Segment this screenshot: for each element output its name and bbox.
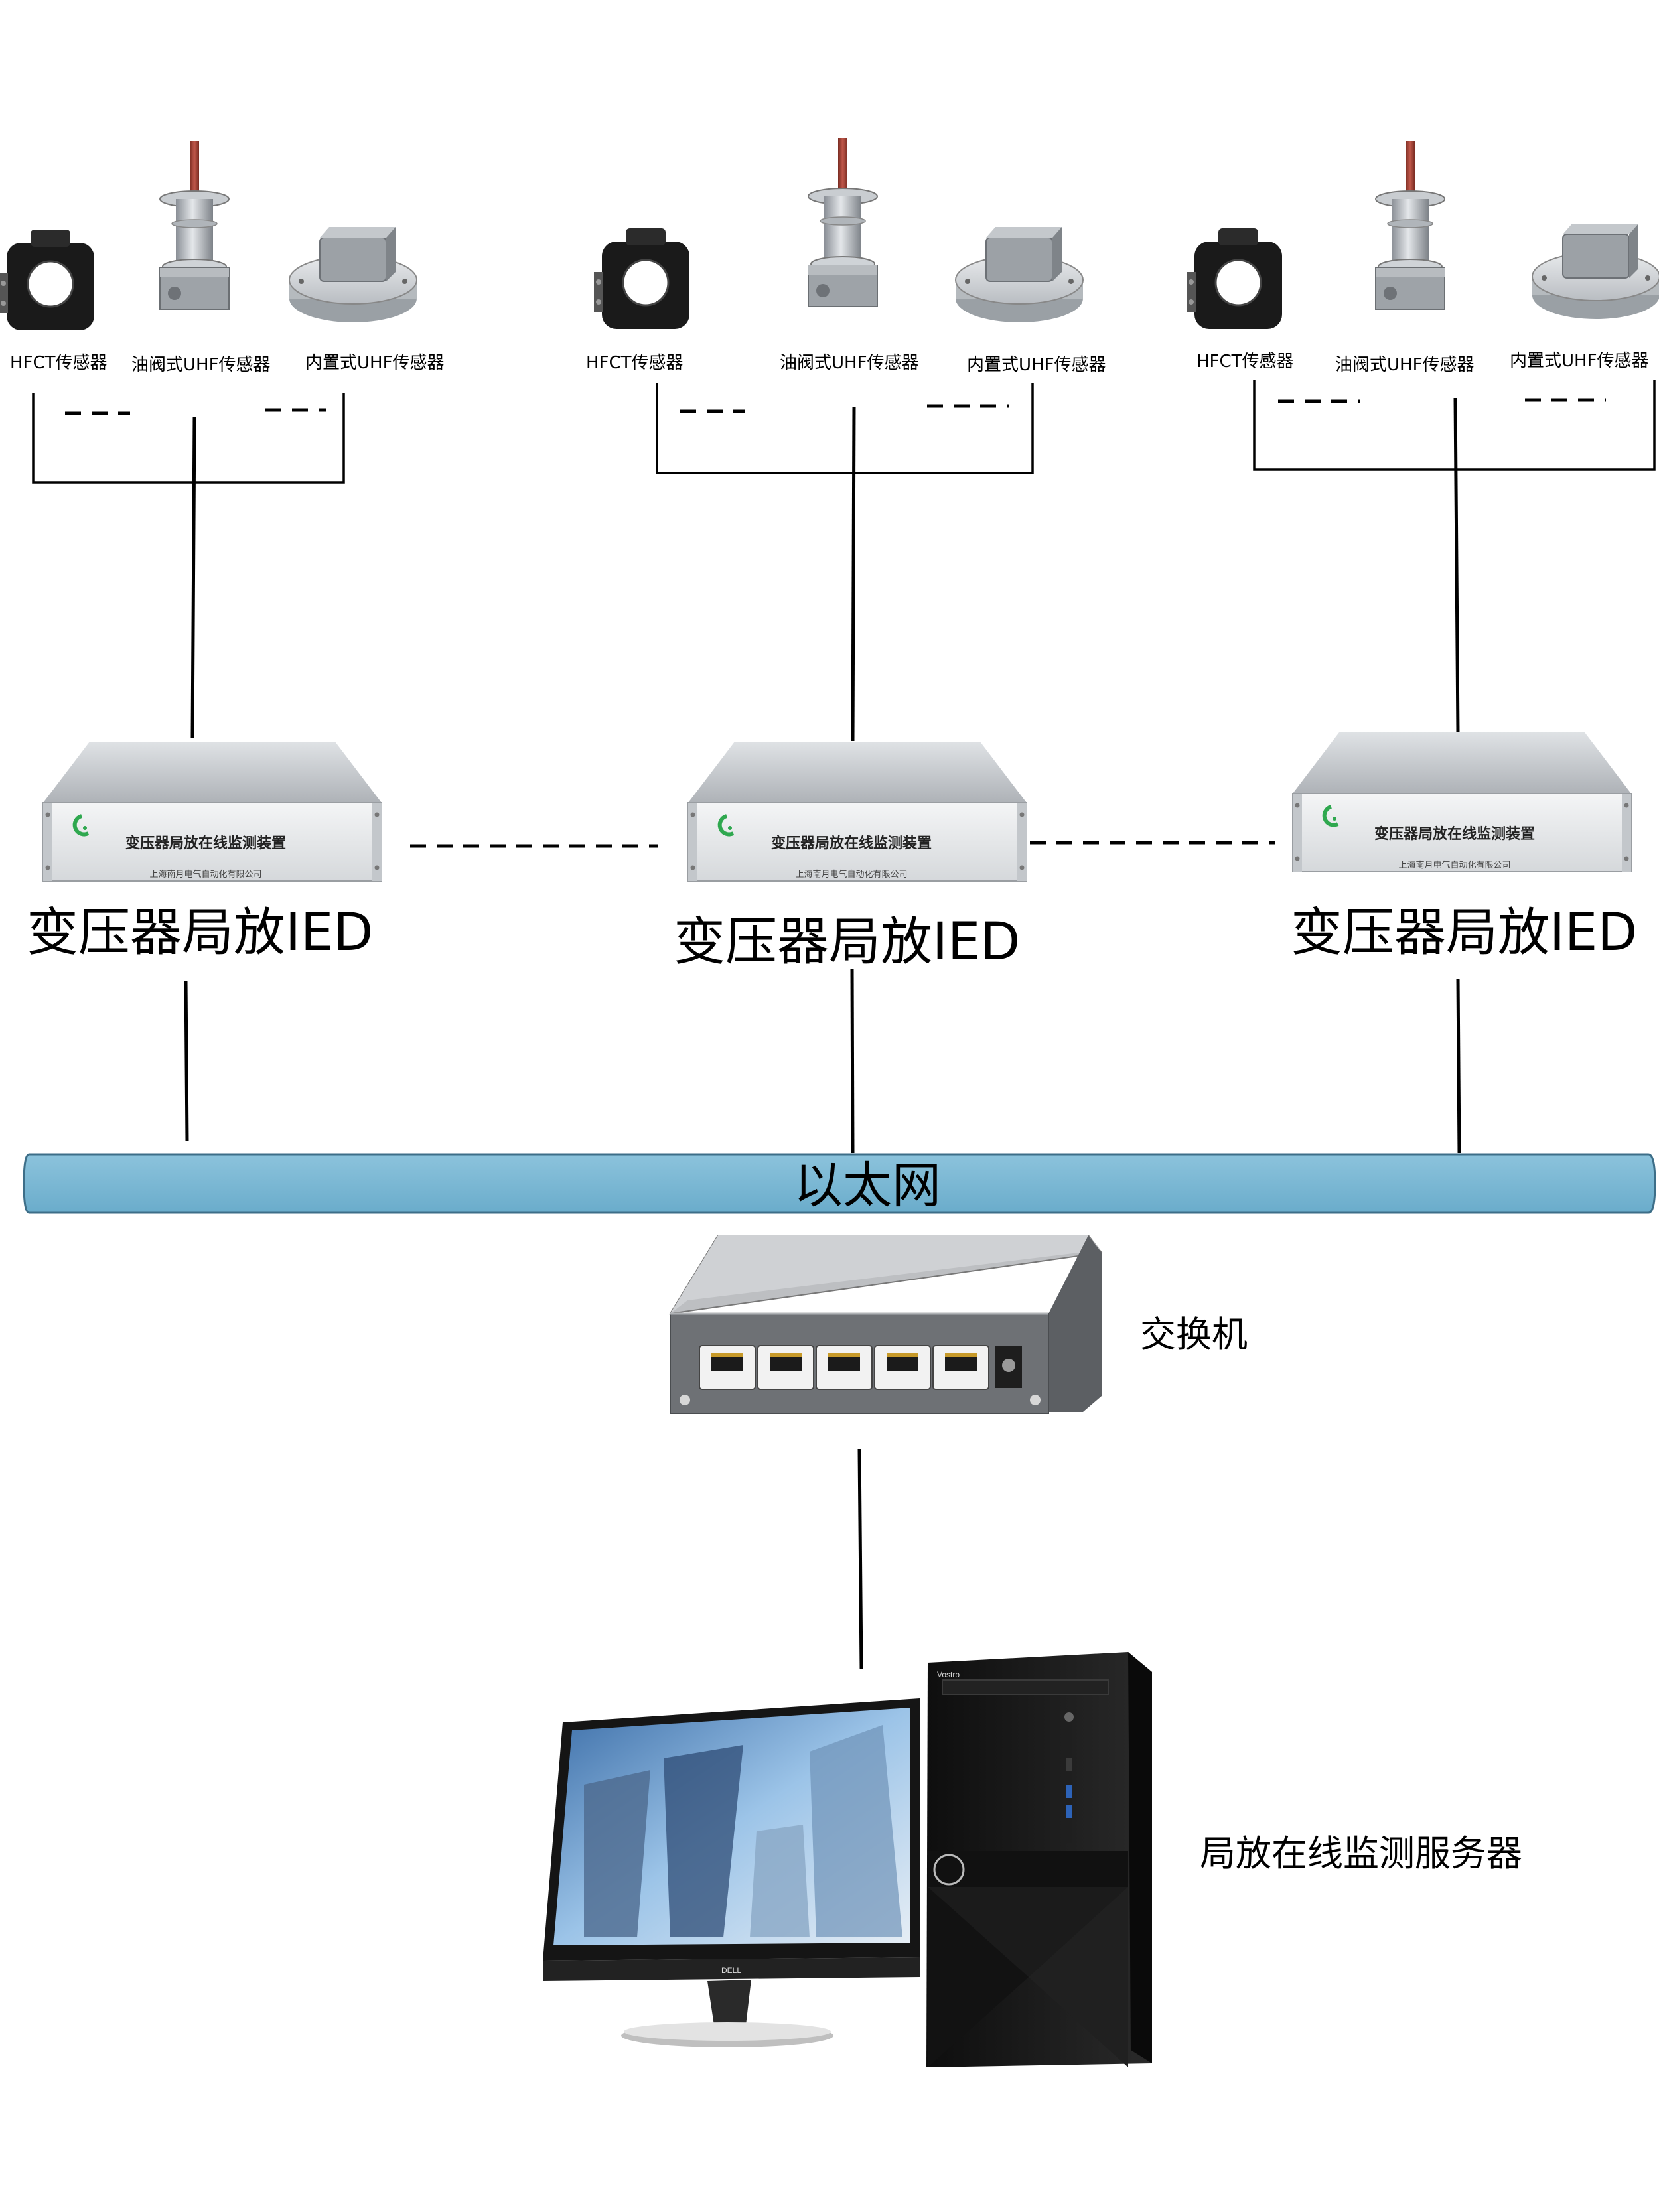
ied-unit-2: 变压器局放在线监测装置 上海南月电气自动化有限公司 变压器局放IED: [674, 742, 1027, 1154]
ied-face-company: 上海南月电气自动化有限公司: [149, 869, 261, 880]
sensor-group-3: HFCT传感器 油阀式UHF传感器 内置式UHF传感器: [1185, 140, 1659, 734]
ied-face-title: 变压器局放在线监测装置: [771, 835, 932, 852]
ied-device-image: [43, 742, 382, 881]
server-label: 局放在线监测服务器: [1200, 1832, 1522, 1874]
ied-to-ethernet-link: [184, 980, 189, 1142]
ied-to-ethernet-link: [1456, 978, 1461, 1154]
hfct-sensor-image: [1185, 227, 1283, 330]
monitor-brand: DELL: [721, 1966, 741, 1975]
builtin-uhf-sensor-image: [1532, 223, 1659, 320]
builtin-uhf-sensor-label: 内置式UHF传感器: [1510, 351, 1649, 371]
switch-ports: [699, 1345, 989, 1390]
ied-face-company: 上海南月电气自动化有限公司: [1398, 860, 1510, 870]
ied-label: 变压器局放IED: [674, 912, 1020, 972]
oil-valve-uhf-sensor-label: 油阀式UHF传感器: [1335, 355, 1475, 375]
ethernet-bus: 以太网: [23, 1153, 1656, 1214]
switch-to-server-link: [857, 1448, 863, 1669]
oil-valve-uhf-sensor-image: [1375, 140, 1445, 310]
ethernet-label: 以太网: [794, 1157, 941, 1214]
monitoring-server: DELL Vostro 局放在线监测服务器: [543, 1652, 1522, 2067]
oil-valve-uhf-sensor-label: 油阀式UHF传感器: [780, 353, 919, 373]
network-switch: 交换机: [669, 1235, 1248, 1414]
sensor-bus-bracket: [656, 383, 1034, 474]
ied-face-title: 变压器局放在线监测装置: [125, 835, 286, 852]
oil-valve-uhf-sensor-image: [808, 137, 878, 307]
oil-valve-uhf-sensor-label: 油阀式UHF传感器: [131, 355, 271, 375]
tower-brand: Vostro: [937, 1670, 960, 1679]
ethernet-band: [23, 1153, 1656, 1214]
builtin-uhf-sensor-label: 内置式UHF传感器: [967, 355, 1106, 375]
ied-device-image: [1293, 732, 1631, 872]
hfct-sensor-image: [0, 228, 96, 332]
oil-valve-uhf-sensor-image: [159, 140, 230, 310]
ied-unit-1: 变压器局放在线监测装置 上海南月电气自动化有限公司 变压器局放IED: [27, 742, 382, 1142]
sensor-group-2: HFCT传感器 油阀式UHF传感器 内置式UHF传感器: [586, 137, 1106, 742]
sensor-bus-bracket: [32, 393, 345, 484]
sensor-group-1: HFCT传感器 油阀式UHF传感器 内置式UHF传感器: [0, 140, 445, 738]
ied-to-ethernet-link: [850, 968, 855, 1154]
hfct-sensor-label: HFCT传感器: [1196, 352, 1294, 372]
switch-label: 交换机: [1140, 1314, 1248, 1355]
hfct-sensor-image: [593, 227, 691, 330]
tower: Vostro: [926, 1652, 1152, 2067]
ied-label: 变压器局放IED: [27, 903, 373, 963]
sensor-to-ied-link: [190, 416, 196, 738]
builtin-uhf-sensor-image: [955, 226, 1084, 323]
hfct-sensor-label: HFCT传感器: [586, 353, 684, 373]
builtin-uhf-sensor-image: [289, 226, 417, 323]
ied-unit-3: 变压器局放在线监测装置 上海南月电气自动化有限公司 变压器局放IED: [1291, 732, 1637, 1154]
ied-device-image: [688, 742, 1027, 881]
hfct-sensor-label: HFCT传感器: [10, 353, 108, 373]
ied-face-company: 上海南月电气自动化有限公司: [795, 869, 907, 880]
monitor: DELL: [543, 1698, 920, 2047]
ied-face-title: 变压器局放在线监测装置: [1374, 825, 1535, 843]
ied-label: 变压器局放IED: [1291, 903, 1637, 963]
sensor-to-ied-link: [851, 406, 856, 742]
dell-logo-icon: [933, 1854, 965, 1886]
builtin-uhf-sensor-label: 内置式UHF传感器: [305, 353, 445, 373]
sensor-to-ied-link: [1453, 397, 1460, 734]
